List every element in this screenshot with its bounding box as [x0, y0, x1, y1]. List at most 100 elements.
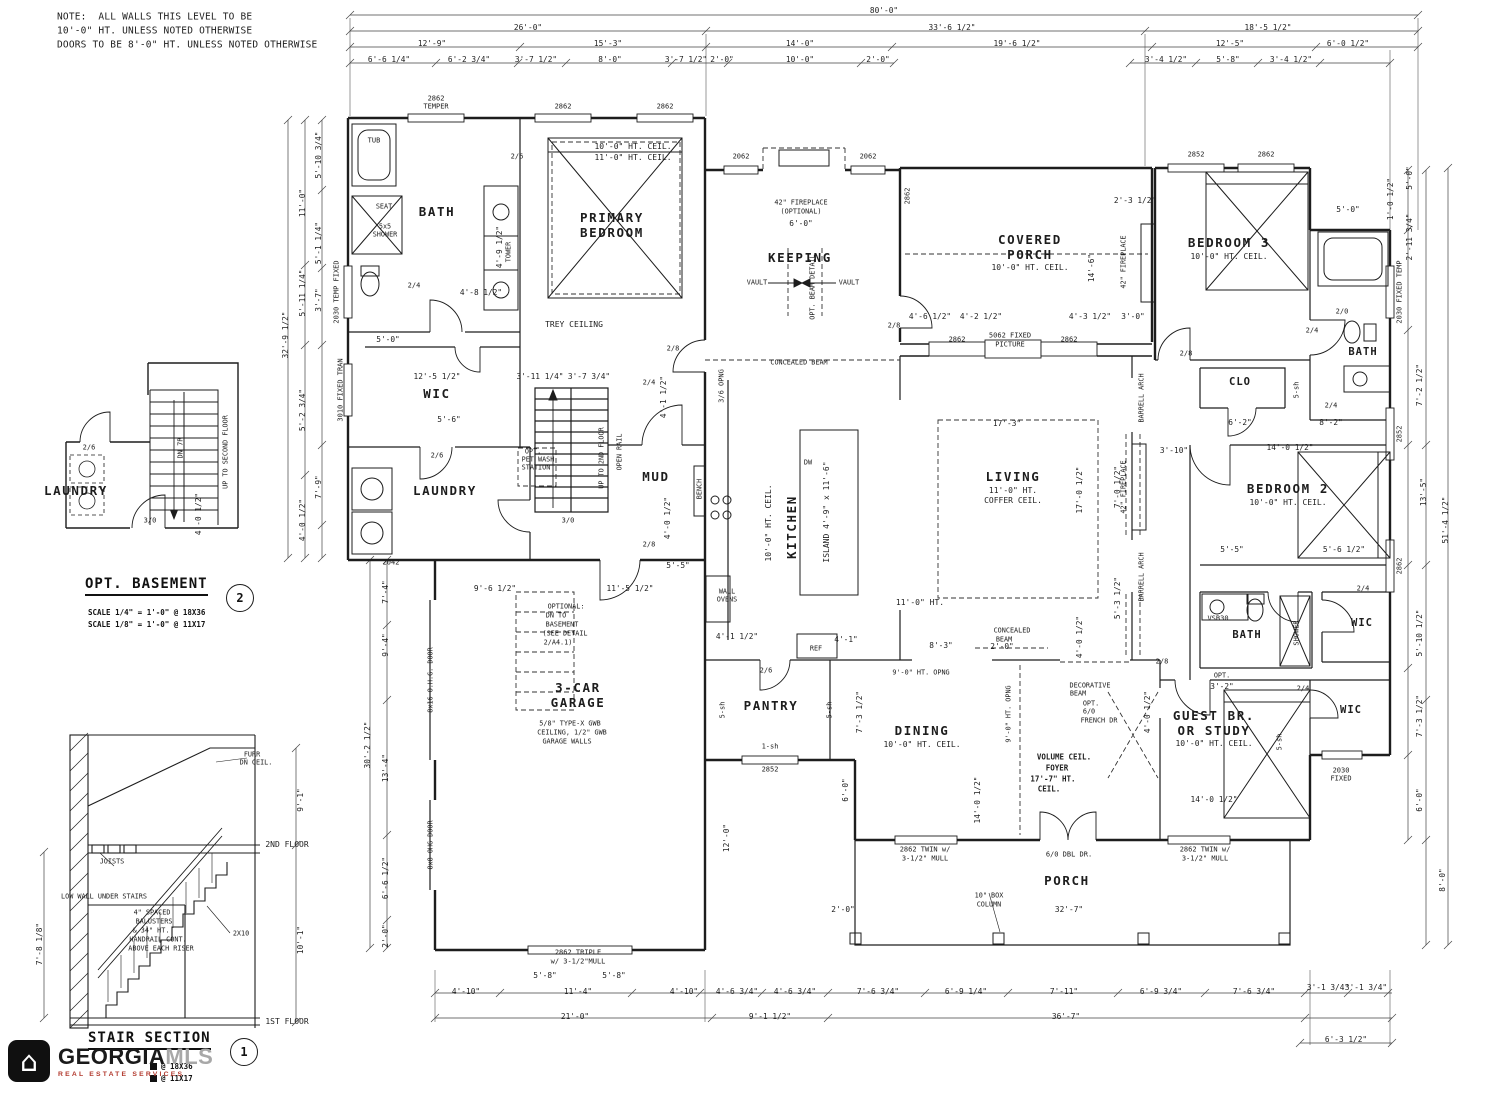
plan-label: CONCEALED: [993, 626, 1031, 635]
plan-label: 42" FIREPLACE: [1119, 235, 1128, 289]
plan-label: 2'-3 1/2": [1113, 196, 1157, 206]
plan-label: 4'-0 1/2": [298, 498, 308, 542]
plan-label: 3'-4 1/2": [1144, 55, 1188, 65]
plan-label: 9'-0" HT. OPNG: [892, 668, 950, 677]
plan-label: 2/6: [510, 152, 524, 161]
plan-label: 9'-4": [381, 633, 391, 657]
plan-label: 3'-11 1/4": [516, 372, 564, 382]
plan-label: 2062: [859, 152, 877, 161]
stair-section-scale-small-text: @ 11X17: [161, 1074, 193, 1083]
plan-label: 5'-10 1/2": [1415, 609, 1425, 657]
plan-label: 2862: [427, 94, 445, 103]
plan-label: BEDROOM: [580, 224, 644, 240]
plan-label: 21'-0": [560, 1012, 590, 1022]
plan-label: JOISTS: [99, 857, 125, 866]
plan-label: 11'-4": [563, 987, 593, 997]
plan-label: CEIL.: [1037, 784, 1061, 794]
plan-label: 10'-0" HT. CEIL.: [764, 484, 773, 562]
plan-label: 6/0 DBL DR.: [1045, 850, 1093, 859]
plan-label: KEEPING: [768, 249, 832, 265]
plan-label: OVENS: [716, 595, 738, 604]
plan-label: 4'-9 1/2": [495, 225, 505, 269]
plan-label: 3'-2": [1210, 682, 1234, 692]
plan-label: 9'-6 1/2": [473, 584, 517, 594]
plan-label: 4'-8 1/2": [459, 288, 503, 298]
plan-label: SHOWER: [1292, 620, 1301, 646]
plan-label: FURR: [243, 750, 261, 759]
plan-label: WIC: [1351, 616, 1373, 629]
plan-label: 42" FIREPLACE: [774, 198, 828, 207]
plan-label: 7'-8 1/8": [35, 922, 45, 966]
scale-icon: [150, 1063, 157, 1070]
logo-house-glyph: ⌂: [20, 1044, 38, 1078]
plan-label: TEMPER: [423, 102, 449, 111]
plan-label: DINING: [894, 722, 950, 738]
plan-label: 4'-1 1/2": [659, 375, 669, 419]
stair-section-scale-large: @ 18X36: [150, 1062, 193, 1071]
plan-label: 8'-3": [929, 641, 953, 651]
plan-label: TUB: [367, 136, 381, 145]
plan-label: 4'-6 3/4": [773, 987, 817, 997]
plan-label: 2042: [382, 558, 400, 567]
plan-label: 10'-0" HT. CEIL.: [1249, 498, 1327, 507]
plan-label: (OPTIONAL): [780, 207, 822, 216]
plan-label: 7'-3 1/2": [855, 690, 865, 734]
plan-label: ABOVE EACH RISER: [128, 944, 194, 953]
plan-label: 2'-0": [990, 642, 1014, 652]
plan-label: 5-sh: [718, 701, 727, 719]
plan-label: PORCH: [1007, 246, 1053, 262]
plan-label: 10'-0" HT. CEIL.: [991, 263, 1069, 272]
plan-label: 10'-0" HT. CEIL.: [594, 142, 672, 151]
opt-basement-drawing: [65, 362, 239, 529]
plan-label: 2/4: [1324, 401, 1338, 410]
plan-label: 3'-1 3/4": [1344, 983, 1388, 993]
plan-label: 30'-2 1/2": [363, 721, 373, 769]
plan-label: PET WASH: [521, 455, 555, 464]
scale-icon: [150, 1075, 157, 1082]
plan-label: 3'-7 3/4": [567, 372, 611, 382]
plan-label: 5'-2 3/4": [298, 388, 308, 432]
plan-label: 2862 TWIN w/: [899, 845, 951, 854]
plan-label: 10" BOX: [974, 891, 1004, 900]
plan-label: 12'-5 1/2": [413, 372, 461, 382]
plan-label: 2'-0": [710, 55, 734, 65]
plan-label: HANDRAIL CONT.: [129, 935, 187, 944]
plan-label: 6'-6 1/4": [367, 55, 411, 65]
plan-label: BEAM: [1069, 689, 1087, 698]
plan-label: 2862: [554, 102, 572, 111]
plan-label: BEDROOM 3: [1187, 234, 1271, 250]
opt-basement-title-text: OPT. BASEMENT: [85, 576, 208, 592]
plan-label: 7'-6 3/4": [856, 987, 900, 997]
plan-label: 7'-11": [1049, 987, 1079, 997]
plan-label: 2862: [1257, 150, 1275, 159]
plan-label: LAUNDRY: [413, 482, 477, 498]
stair-section-number: 1: [230, 1038, 258, 1066]
plan-label: BALUSTERS: [135, 917, 173, 926]
plan-label: 3'-7 1/2": [664, 55, 708, 65]
plan-label: 2ND FLOOR: [265, 840, 309, 849]
plan-label: 6/0: [1082, 707, 1096, 716]
plan-label: BEDROOM 2: [1246, 480, 1330, 496]
plan-label: 8x16 O.H.G. DOOR: [426, 647, 435, 713]
plan-label: FIXED: [1330, 774, 1352, 783]
plan-label: 5'-11 1/4": [298, 269, 308, 317]
plan-label: GUEST BR.: [1172, 707, 1256, 723]
plan-label: 8'-0": [1438, 868, 1448, 892]
plan-label: 2/A4.1): [543, 638, 573, 647]
plan-label: 13'-4": [381, 753, 391, 783]
plan-label: 3'-7 1/2": [514, 55, 558, 65]
plan-label: 2030 FIXED TEMP: [1395, 260, 1404, 324]
plan-label: FRENCH DR: [1080, 716, 1118, 725]
plan-label: VAULT: [746, 278, 768, 287]
plan-label: 6'-0": [841, 778, 851, 802]
plan-label: 36'-7": [1051, 1012, 1081, 1022]
plan-label: 7'-2 1/2": [1415, 363, 1425, 407]
logo-name-secondary: MLS: [165, 1044, 214, 1069]
plan-label: 32'-9 1/2": [281, 311, 291, 359]
plan-label: 5'-0": [1336, 205, 1360, 215]
plan-label: 2X10: [232, 929, 250, 938]
plan-label: 2852: [1395, 425, 1404, 443]
plan-label: 2862: [1060, 335, 1078, 344]
dashed-ceiling-and-beam-lines: [515, 141, 1159, 835]
plan-label: 5-sh: [825, 701, 834, 719]
